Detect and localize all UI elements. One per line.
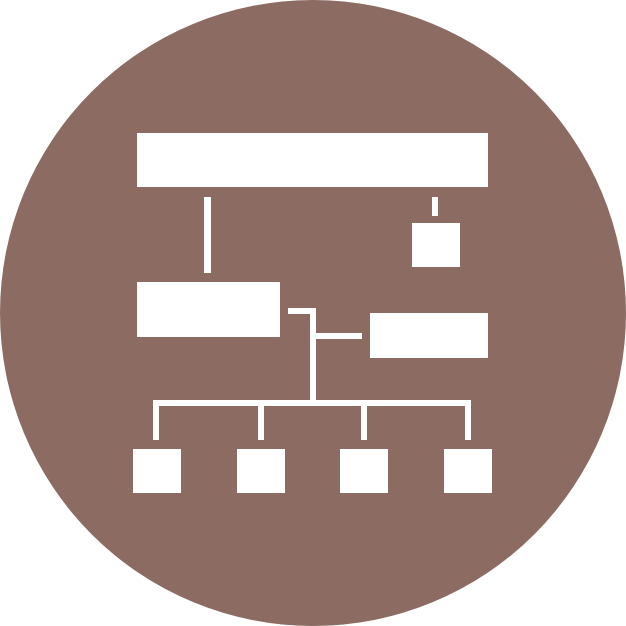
top-bar-node [137,133,488,187]
middle-left-node [137,282,280,337]
connector-drop-1 [153,400,159,440]
glyph-group [133,133,492,493]
bottom-node-2 [237,449,285,493]
connector-top-left [204,197,211,273]
bottom-node-1 [133,449,181,493]
connector-drop-3 [361,400,367,440]
top-right-small-node [412,223,460,267]
connector-drop-2 [258,400,264,440]
connector-bottom-bus [153,400,471,406]
connector-top-right [432,197,438,216]
connector-mid-vertical [310,308,316,403]
connector-drop-4 [465,400,471,440]
bottom-node-4 [444,449,492,493]
bottom-node-3 [340,449,388,493]
connector-mid-horizontal [288,308,316,314]
middle-right-node [370,313,488,358]
connector-to-middle-right [310,333,362,339]
